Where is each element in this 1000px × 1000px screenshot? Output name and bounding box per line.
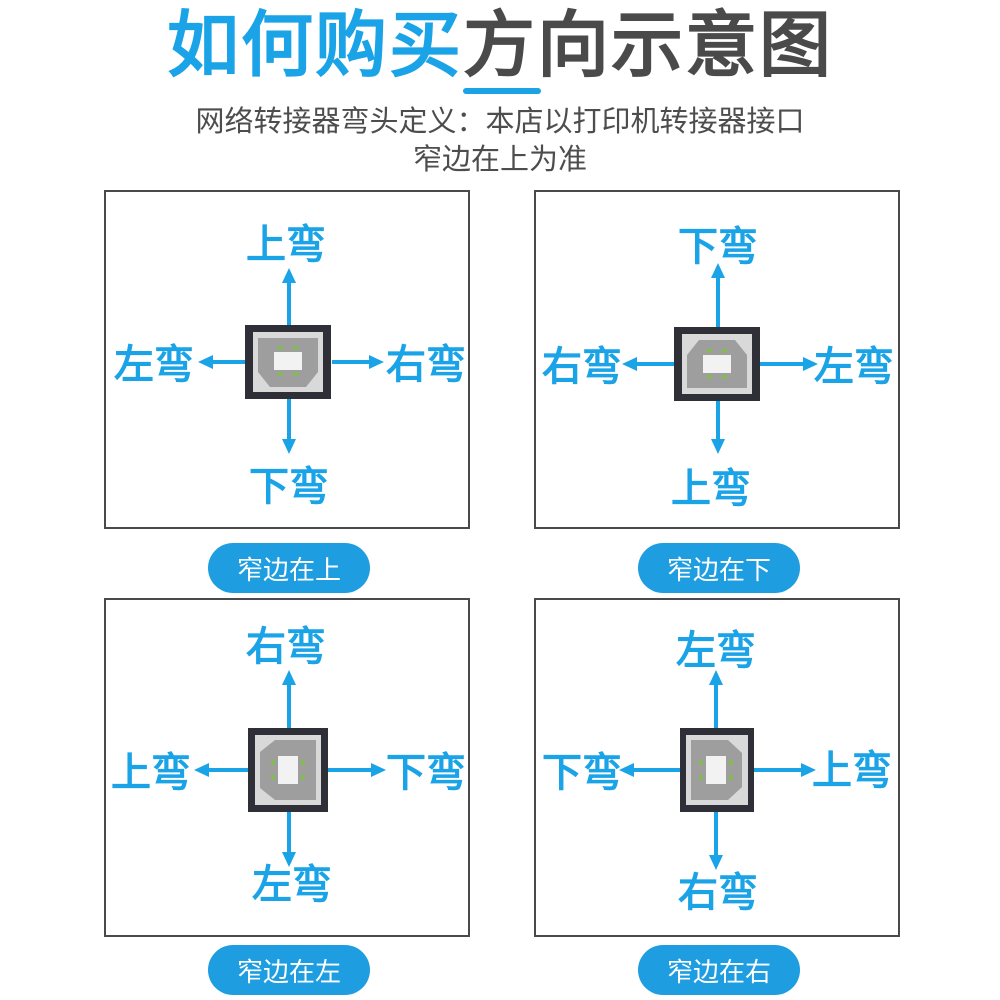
caption-pill-narrow-top: 窄边在上 <box>208 543 370 593</box>
page-title: 如何购买方向示意图 <box>0 2 1000 88</box>
label-left: 上弯 <box>111 750 191 796</box>
title-part-highlight: 如何购买 <box>166 3 463 87</box>
arrows <box>622 263 818 454</box>
label-bottom: 下弯 <box>249 464 329 510</box>
label-left: 下弯 <box>542 750 622 796</box>
usb-b-port-icon <box>245 325 331 399</box>
label-bottom: 左弯 <box>252 862 332 908</box>
label-top: 左弯 <box>676 628 756 674</box>
usb-b-port-icon <box>248 728 328 812</box>
title-underline <box>463 88 541 94</box>
label-bottom: 上弯 <box>671 466 751 512</box>
caption-pill-narrow-right: 窄边在右 <box>638 945 800 995</box>
description-line-1: 网络转接器弯头定义：本店以打印机转接器接口 <box>195 104 805 138</box>
arrows <box>198 268 384 454</box>
usb-b-port-icon <box>674 327 760 401</box>
label-bottom: 右弯 <box>678 870 758 916</box>
panel-narrow-left: 右弯 左弯 上弯 下弯 <box>104 598 470 937</box>
panel-narrow-right: 左弯 右弯 下弯 上弯 <box>534 598 900 937</box>
label-right: 下弯 <box>386 750 466 796</box>
label-top: 右弯 <box>246 624 326 670</box>
title-part-rest: 方向示意图 <box>463 3 834 87</box>
panel-narrow-bottom: 下弯 上弯 右弯 左弯 <box>534 190 900 529</box>
arrows <box>619 670 816 870</box>
caption-pill-narrow-bottom: 窄边在下 <box>638 543 800 593</box>
description-line-2: 窄边在上为准 <box>412 142 587 176</box>
panel-narrow-top: 上弯 下弯 左弯 右弯 <box>104 190 470 529</box>
arrows <box>194 670 386 867</box>
usb-b-port-icon <box>680 728 754 812</box>
label-left: 左弯 <box>114 342 194 388</box>
label-top: 上弯 <box>246 222 326 268</box>
description: 网络转接器弯头定义：本店以打印机转接器接口 窄边在上为准 <box>0 102 1000 178</box>
label-right: 上弯 <box>812 748 892 794</box>
label-top: 下弯 <box>678 224 758 270</box>
label-left: 右弯 <box>542 344 622 390</box>
label-right: 左弯 <box>814 344 894 390</box>
caption-pill-narrow-left: 窄边在左 <box>208 945 370 995</box>
label-right: 右弯 <box>386 342 466 388</box>
